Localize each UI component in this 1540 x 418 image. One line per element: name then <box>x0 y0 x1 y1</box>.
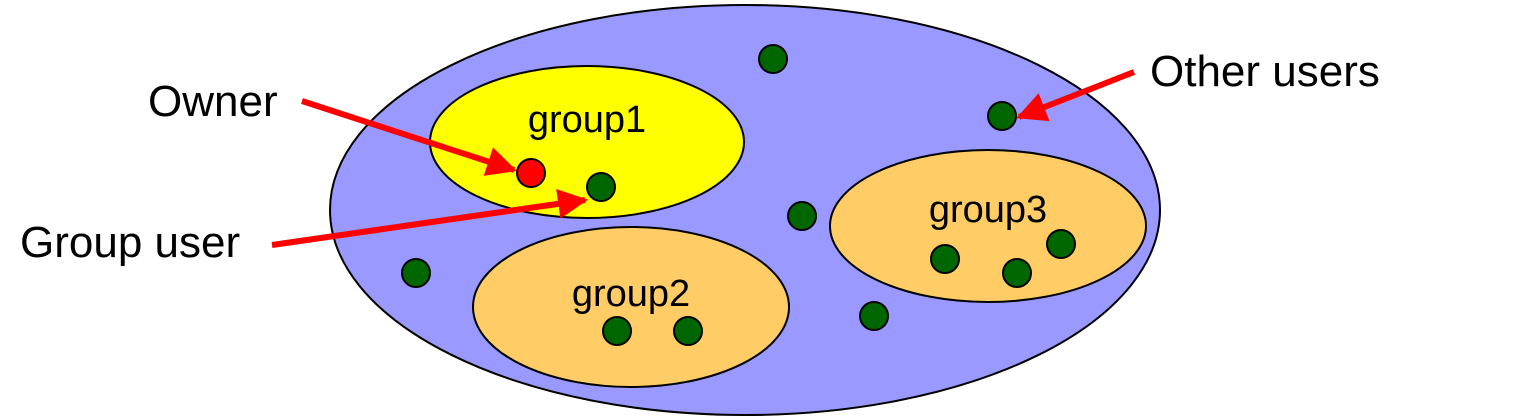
group2-user-dot <box>673 316 703 346</box>
other-user-dot <box>987 101 1017 131</box>
group2-user-dot <box>602 316 632 346</box>
owner-arrow <box>301 98 517 176</box>
group3-label: group3 <box>929 189 1047 231</box>
other-user-dot <box>859 301 889 331</box>
group2-label: group2 <box>572 273 690 315</box>
group1-label: group1 <box>528 99 646 141</box>
other-user-dot <box>401 258 431 288</box>
group-user-arrow <box>271 188 588 248</box>
other-users-arrow <box>1016 69 1136 122</box>
group3-user-dot <box>930 244 960 274</box>
group3-user-dot <box>1002 258 1032 288</box>
owner-label: Owner <box>148 77 278 126</box>
group3-user-dot <box>1046 229 1076 259</box>
owner-dot <box>516 158 546 188</box>
group1-user-dot <box>586 172 616 202</box>
other-user-dot <box>787 201 817 231</box>
group3-ellipse <box>829 149 1147 303</box>
other-user-dot <box>758 44 788 74</box>
group-user-label: Group user <box>20 218 240 267</box>
group1-ellipse <box>429 65 745 219</box>
other-users-label: Other users <box>1150 47 1380 96</box>
group2-ellipse <box>472 226 790 388</box>
